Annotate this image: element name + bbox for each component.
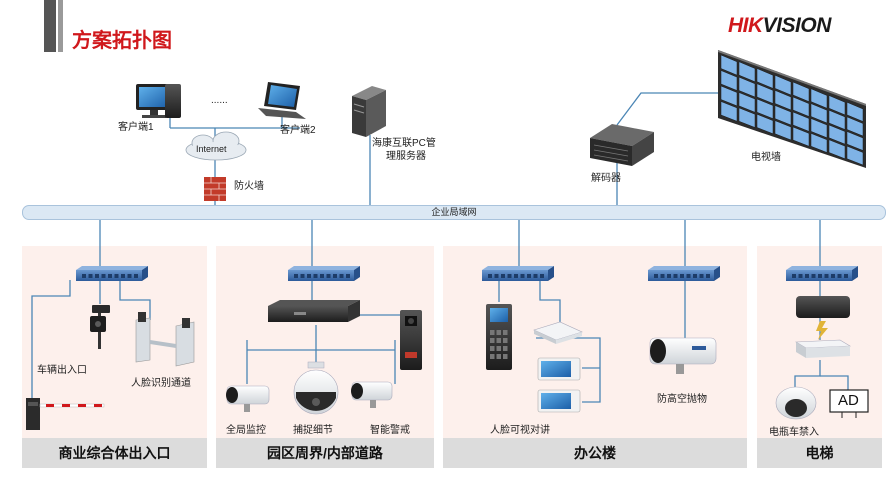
network-switch-icon <box>288 266 360 281</box>
internet-label: Internet <box>196 144 227 154</box>
bullet-camera-alert-icon <box>351 381 393 408</box>
elevator-interface-box-icon <box>794 339 852 358</box>
anti-throw-label: 防高空抛物 <box>657 394 707 405</box>
lightning-icon <box>816 321 828 340</box>
network-switch-icon <box>76 266 148 281</box>
server-label-line2: 理服务器 <box>386 151 426 162</box>
face-intercom-label: 人脸可视对讲 <box>490 425 550 436</box>
intercom-tower-icon <box>400 310 422 370</box>
vehicle-entrance-label: 车辆出入口 <box>37 365 87 376</box>
panel-park-title: 园区周界/内部道路 <box>216 438 434 468</box>
brand-logo-part1: HIK <box>728 14 763 37</box>
face-turnstile-icon <box>135 312 195 367</box>
face-gate-label: 人脸识别通道 <box>131 378 191 389</box>
server-tower-icon <box>352 86 386 137</box>
decoder-icon <box>590 124 654 166</box>
ebike-label: 电瓶车禁入 <box>769 427 819 438</box>
client-laptop-2-icon <box>258 82 306 119</box>
internet-cloud-icon <box>185 131 247 161</box>
header-accent-bar-light <box>58 0 63 52</box>
indoor-monitor-2-icon <box>537 389 581 413</box>
panel-elevator-title: 电梯 <box>757 438 882 468</box>
barrier-gate-icon <box>26 398 105 430</box>
door-station-icon <box>486 304 512 370</box>
brand-logo: HIKVISION <box>728 14 831 38</box>
bullet-camera-throw-icon <box>649 337 717 374</box>
detail-capture-label: 捕捉细节 <box>293 425 333 436</box>
smart-alert-label: 智能警戒 <box>370 425 410 436</box>
network-switch-icon <box>648 266 720 281</box>
panel-commercial: 商业综合体出入口 <box>22 246 207 468</box>
indoor-monitor-1-icon <box>537 357 581 381</box>
ptz-camera-icon <box>293 361 339 415</box>
elevator-ai-box-icon <box>796 296 850 318</box>
panel-park: 园区周界/内部道路 <box>216 246 434 468</box>
panel-office-title: 办公楼 <box>443 438 747 468</box>
bullet-camera-global-icon <box>226 385 270 412</box>
firewall-label: 防火墙 <box>234 181 264 192</box>
video-wall-icon <box>718 50 866 168</box>
network-switch-icon <box>786 266 858 281</box>
client-pc-1-icon <box>136 84 181 118</box>
page-title: 方案拓扑图 <box>72 30 172 52</box>
network-switch-icon <box>482 266 554 281</box>
dome-camera-icon <box>775 386 817 420</box>
header-accent-bar <box>44 0 56 52</box>
panel-commercial-title: 商业综合体出入口 <box>22 438 207 468</box>
client2-label: 客户端2 <box>280 125 316 136</box>
firewall-icon <box>204 177 226 201</box>
client1-label: 客户端1 <box>118 122 154 133</box>
lan-bus: 企业局域网 <box>22 205 886 220</box>
ad-screen-icon <box>829 389 869 418</box>
brand-logo-part2: VISION <box>762 14 832 37</box>
clients-ellipsis: ...... <box>211 95 228 106</box>
decoder-label: 解码器 <box>591 173 621 184</box>
anpr-camera-pole-icon <box>90 305 110 349</box>
global-monitor-label: 全局监控 <box>226 425 266 436</box>
lan-label: 企业局域网 <box>431 207 477 217</box>
intercom-switch-box-icon <box>533 321 583 344</box>
videowall-label: 电视墙 <box>751 152 781 163</box>
server-label-line1: 海康互联PC管 <box>372 138 436 149</box>
connection-lines <box>31 92 849 403</box>
switch-icons <box>76 266 858 281</box>
ad-label: AD <box>838 392 859 409</box>
nvr-icon <box>268 300 360 322</box>
